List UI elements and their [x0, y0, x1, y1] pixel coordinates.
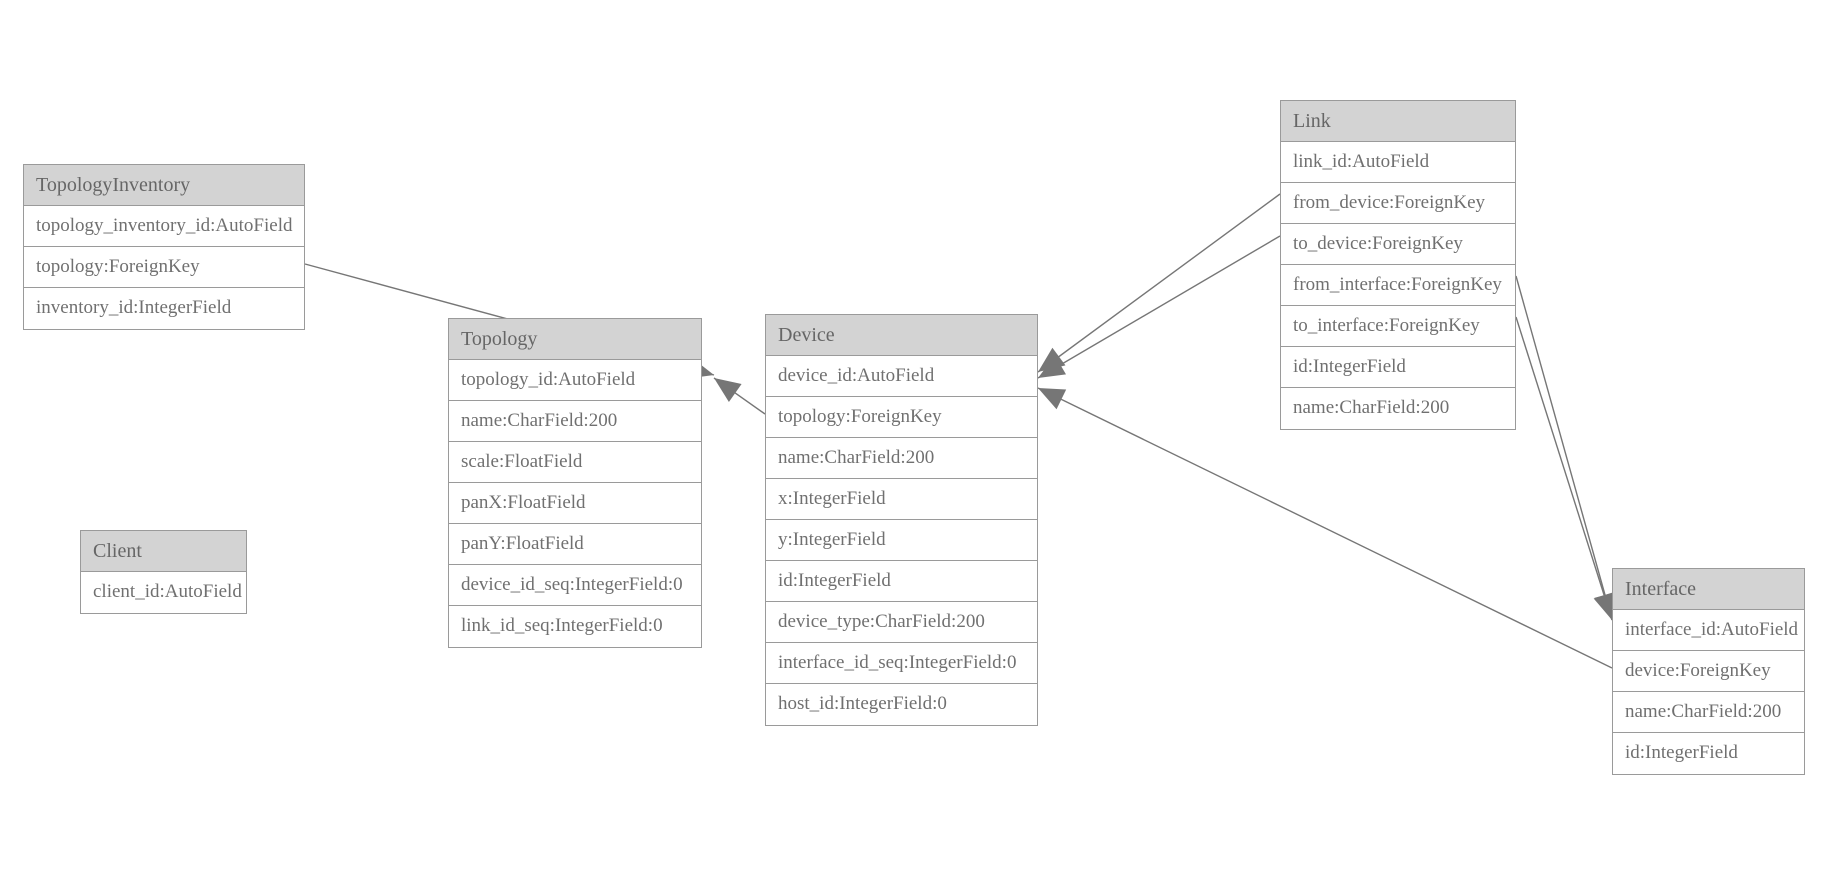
field-row: client_id:AutoField	[81, 572, 246, 613]
field-row: device_id_seq:IntegerField:0	[449, 565, 701, 606]
relation-line-link-to_interface-interface	[1515, 316, 1613, 621]
field-row: topology:ForeignKey	[24, 247, 304, 288]
field-row: from_interface:ForeignKey	[1281, 265, 1515, 306]
field-row: id:IntegerField	[1613, 733, 1804, 774]
field-row: device_type:CharField:200	[766, 602, 1037, 643]
relation-line-link-from_device-device	[1037, 193, 1281, 373]
field-row: panX:FloatField	[449, 483, 701, 524]
field-row: topology_inventory_id:AutoField	[24, 206, 304, 247]
field-row: name:CharField:200	[766, 438, 1037, 479]
field-row: x:IntegerField	[766, 479, 1037, 520]
field-row: id:IntegerField	[1281, 347, 1515, 388]
field-row: name:CharField:200	[449, 401, 701, 442]
entity-title-client: Client	[81, 531, 246, 572]
field-row: id:IntegerField	[766, 561, 1037, 602]
field-row: name:CharField:200	[1281, 388, 1515, 429]
field-row: y:IntegerField	[766, 520, 1037, 561]
field-row: topology_id:AutoField	[449, 360, 701, 401]
field-row: host_id:IntegerField:0	[766, 684, 1037, 725]
field-row: from_device:ForeignKey	[1281, 183, 1515, 224]
relation-arrowhead-interface-device-device	[1038, 388, 1067, 410]
relation-line-link-to_device-device	[1037, 235, 1281, 379]
entity-title-link: Link	[1281, 101, 1515, 142]
field-row: inventory_id:IntegerField	[24, 288, 304, 329]
relation-line-interface-device-device	[1037, 387, 1613, 669]
relation-line-link-from_interface-interface	[1515, 275, 1613, 621]
field-row: device_id:AutoField	[766, 356, 1037, 397]
field-row: to_interface:ForeignKey	[1281, 306, 1515, 347]
field-row: name:CharField:200	[1613, 692, 1804, 733]
entity-title-interface: Interface	[1613, 569, 1804, 610]
field-row: scale:FloatField	[449, 442, 701, 483]
field-row: to_device:ForeignKey	[1281, 224, 1515, 265]
field-row: panY:FloatField	[449, 524, 701, 565]
field-row: link_id:AutoField	[1281, 142, 1515, 183]
field-row: device:ForeignKey	[1613, 651, 1804, 692]
entity-title-device: Device	[766, 315, 1037, 356]
field-row: topology:ForeignKey	[766, 397, 1037, 438]
field-row: link_id_seq:IntegerField:0	[449, 606, 701, 647]
field-row: interface_id:AutoField	[1613, 610, 1804, 651]
relation-line-device-topology	[713, 377, 766, 415]
relation-arrowhead-device-topology	[714, 378, 742, 402]
field-row: interface_id_seq:IntegerField:0	[766, 643, 1037, 684]
entity-title-topology_inventory: TopologyInventory	[24, 165, 304, 206]
entity-title-topology: Topology	[449, 319, 701, 360]
